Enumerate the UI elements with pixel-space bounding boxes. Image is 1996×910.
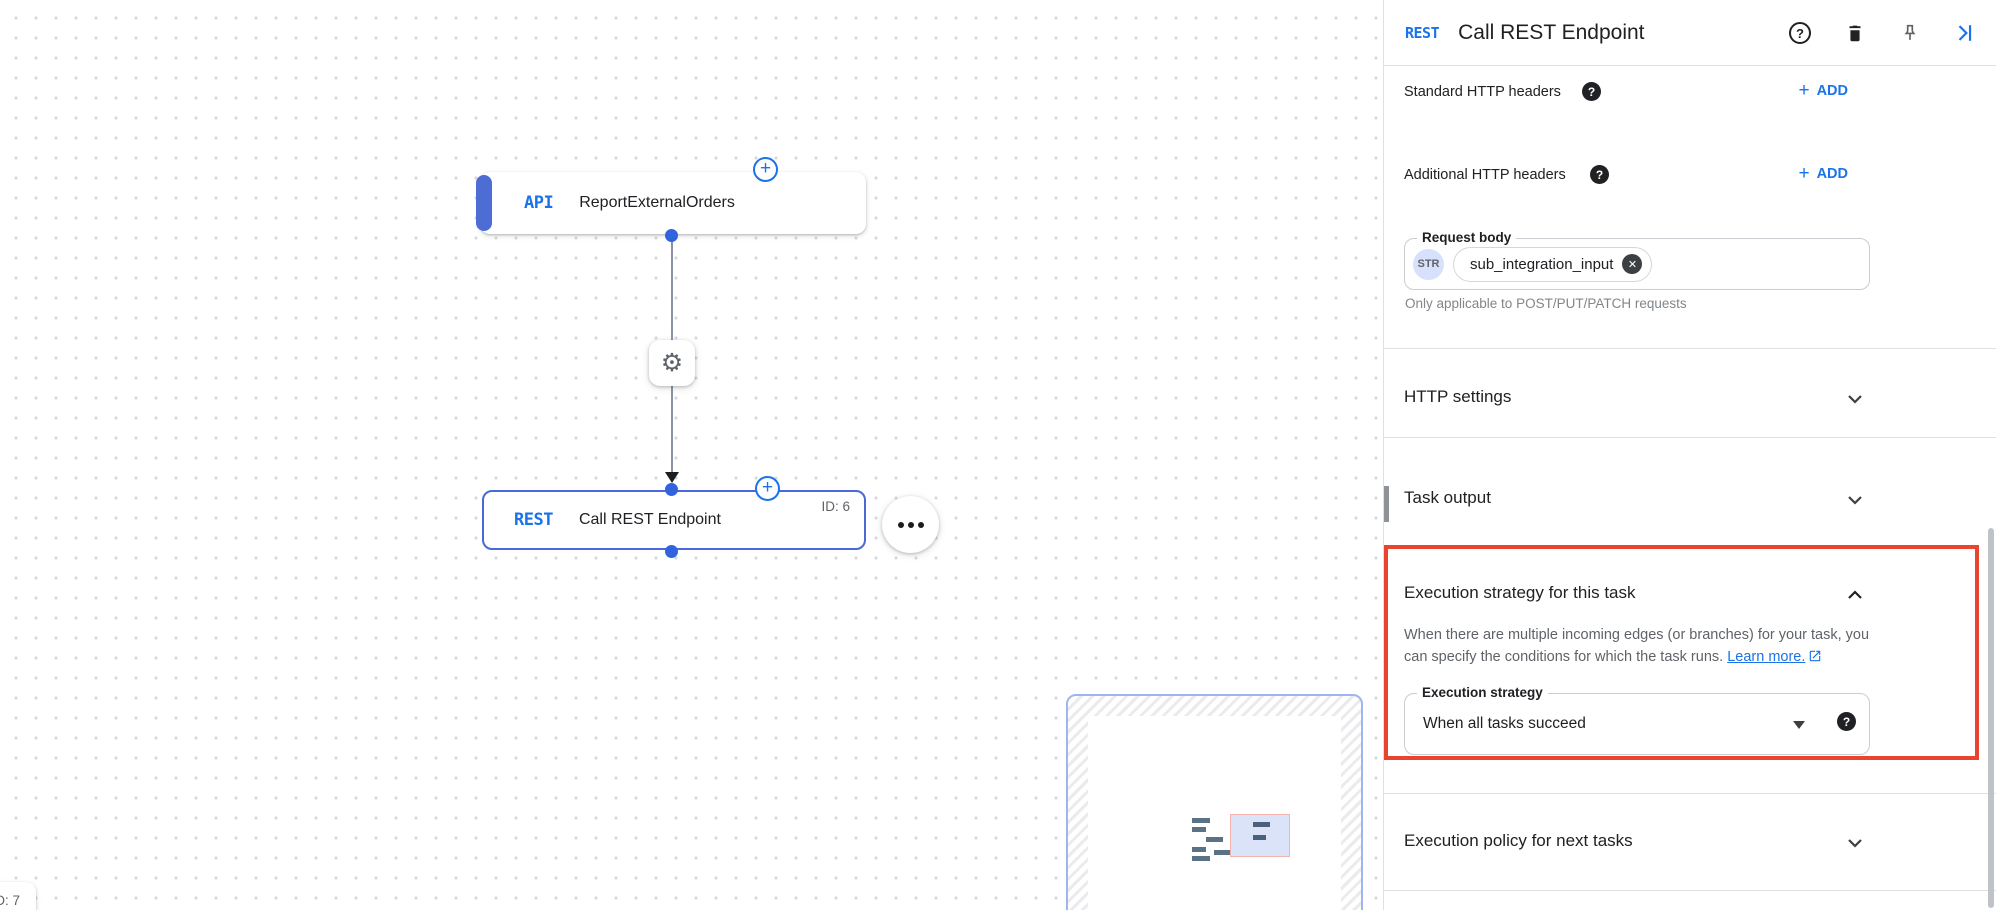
- section-execution-strategy: Execution strategy for this task: [1404, 583, 1636, 602]
- divider: [1384, 348, 1996, 349]
- dropdown-caret-icon[interactable]: [1793, 721, 1805, 729]
- collapse-panel-icon[interactable]: [1953, 21, 1977, 45]
- execution-strategy-help-icon[interactable]: ?: [1837, 712, 1856, 731]
- panel-scroll-indicator: [1384, 486, 1389, 522]
- pin-panel-icon[interactable]: [1898, 21, 1922, 45]
- section-execution-policy: Execution policy for next tasks: [1404, 831, 1633, 850]
- string-type-chip: STR: [1413, 248, 1444, 280]
- additional-headers-label: Additional HTTP headers: [1404, 167, 1566, 183]
- add-task-plus-icon[interactable]: +: [753, 157, 778, 182]
- divider: [1384, 793, 1996, 794]
- partial-node-id: ID: 7: [0, 893, 20, 908]
- plus-icon: +: [1798, 163, 1810, 184]
- dot-icon: [907, 521, 914, 528]
- api-badge: API: [524, 193, 554, 213]
- add-standard-header-button[interactable]: + ADD: [1798, 80, 1848, 101]
- task-more-options-button[interactable]: [882, 496, 939, 553]
- plus-icon: +: [1798, 80, 1810, 101]
- add-task-plus-icon[interactable]: +: [755, 476, 780, 501]
- trigger-output-port[interactable]: [665, 229, 678, 242]
- divider: [1384, 437, 1996, 438]
- task-output-port[interactable]: [665, 545, 678, 558]
- variable-name: sub_integration_input: [1470, 255, 1614, 273]
- request-body-field[interactable]: Request body STR sub_integration_input ✕: [1404, 230, 1870, 290]
- section-http-settings: HTTP settings: [1404, 387, 1512, 406]
- suggestion-placeholder-box: [1066, 694, 1363, 910]
- execution-strategy-field-label: Execution strategy: [1417, 685, 1548, 700]
- panel-scrollbar[interactable]: [1988, 528, 1994, 908]
- task-node-id: ID: 6: [821, 499, 850, 514]
- partial-node[interactable]: ID: 7: [0, 882, 36, 910]
- execution-strategy-description: When there are multiple incoming edges (…: [1404, 624, 1890, 670]
- add-additional-header-button[interactable]: + ADD: [1798, 163, 1848, 184]
- edge-config-gear-icon[interactable]: ⚙: [649, 340, 695, 386]
- delete-task-icon[interactable]: [1843, 21, 1867, 45]
- panel-header: REST Call REST Endpoint ?: [1384, 0, 1996, 66]
- task-input-port[interactable]: [665, 483, 678, 496]
- section-task-output: Task output: [1404, 488, 1491, 507]
- standard-headers-label: Standard HTTP headers: [1404, 84, 1561, 100]
- preview-node-rect: [1230, 814, 1290, 857]
- external-link-icon: [1808, 648, 1822, 670]
- variable-chip[interactable]: sub_integration_input ✕: [1453, 246, 1653, 282]
- execution-strategy-select[interactable]: Execution strategy When all tasks succee…: [1404, 685, 1870, 755]
- task-node-label: Call REST Endpoint: [578, 511, 721, 528]
- trigger-accent-bar: [476, 175, 492, 231]
- dot-icon: [917, 521, 924, 528]
- rest-badge: REST: [1405, 23, 1440, 42]
- integration-preview-icon: [1192, 814, 1292, 870]
- task-node-call-rest-endpoint[interactable]: REST Call REST Endpoint ID: 6: [482, 490, 866, 550]
- placeholder-inner: [1088, 716, 1341, 910]
- chevron-down-icon[interactable]: [1845, 389, 1865, 409]
- chevron-down-icon[interactable]: [1845, 490, 1865, 510]
- dot-icon: [897, 521, 904, 528]
- divider: [1384, 890, 1996, 891]
- standard-headers-help-icon[interactable]: ?: [1582, 82, 1601, 101]
- chevron-up-icon[interactable]: [1845, 585, 1865, 605]
- task-config-panel: REST Call REST Endpoint ? Standard HTTP …: [1383, 0, 1996, 910]
- remove-variable-icon[interactable]: ✕: [1622, 254, 1643, 274]
- edge-arrowhead-icon: [665, 472, 679, 483]
- learn-more-link[interactable]: Learn more.: [1727, 649, 1806, 665]
- help-icon[interactable]: ?: [1788, 21, 1812, 45]
- request-body-label: Request body: [1417, 230, 1517, 245]
- trigger-node-report-external-orders[interactable]: API ReportExternalOrders: [476, 172, 866, 234]
- additional-headers-help-icon[interactable]: ?: [1590, 165, 1609, 184]
- request-body-helper: Only applicable to POST/PUT/PATCH reques…: [1405, 296, 1687, 311]
- execution-strategy-value: When all tasks succeed: [1423, 715, 1586, 732]
- workflow-canvas[interactable]: ⚙ API ReportExternalOrders + REST Call R…: [0, 0, 1384, 910]
- chevron-down-icon[interactable]: [1845, 833, 1865, 853]
- trigger-node-label: ReportExternalOrders: [579, 194, 735, 211]
- rest-badge: REST: [514, 510, 553, 530]
- panel-title: Call REST Endpoint: [1458, 20, 1645, 44]
